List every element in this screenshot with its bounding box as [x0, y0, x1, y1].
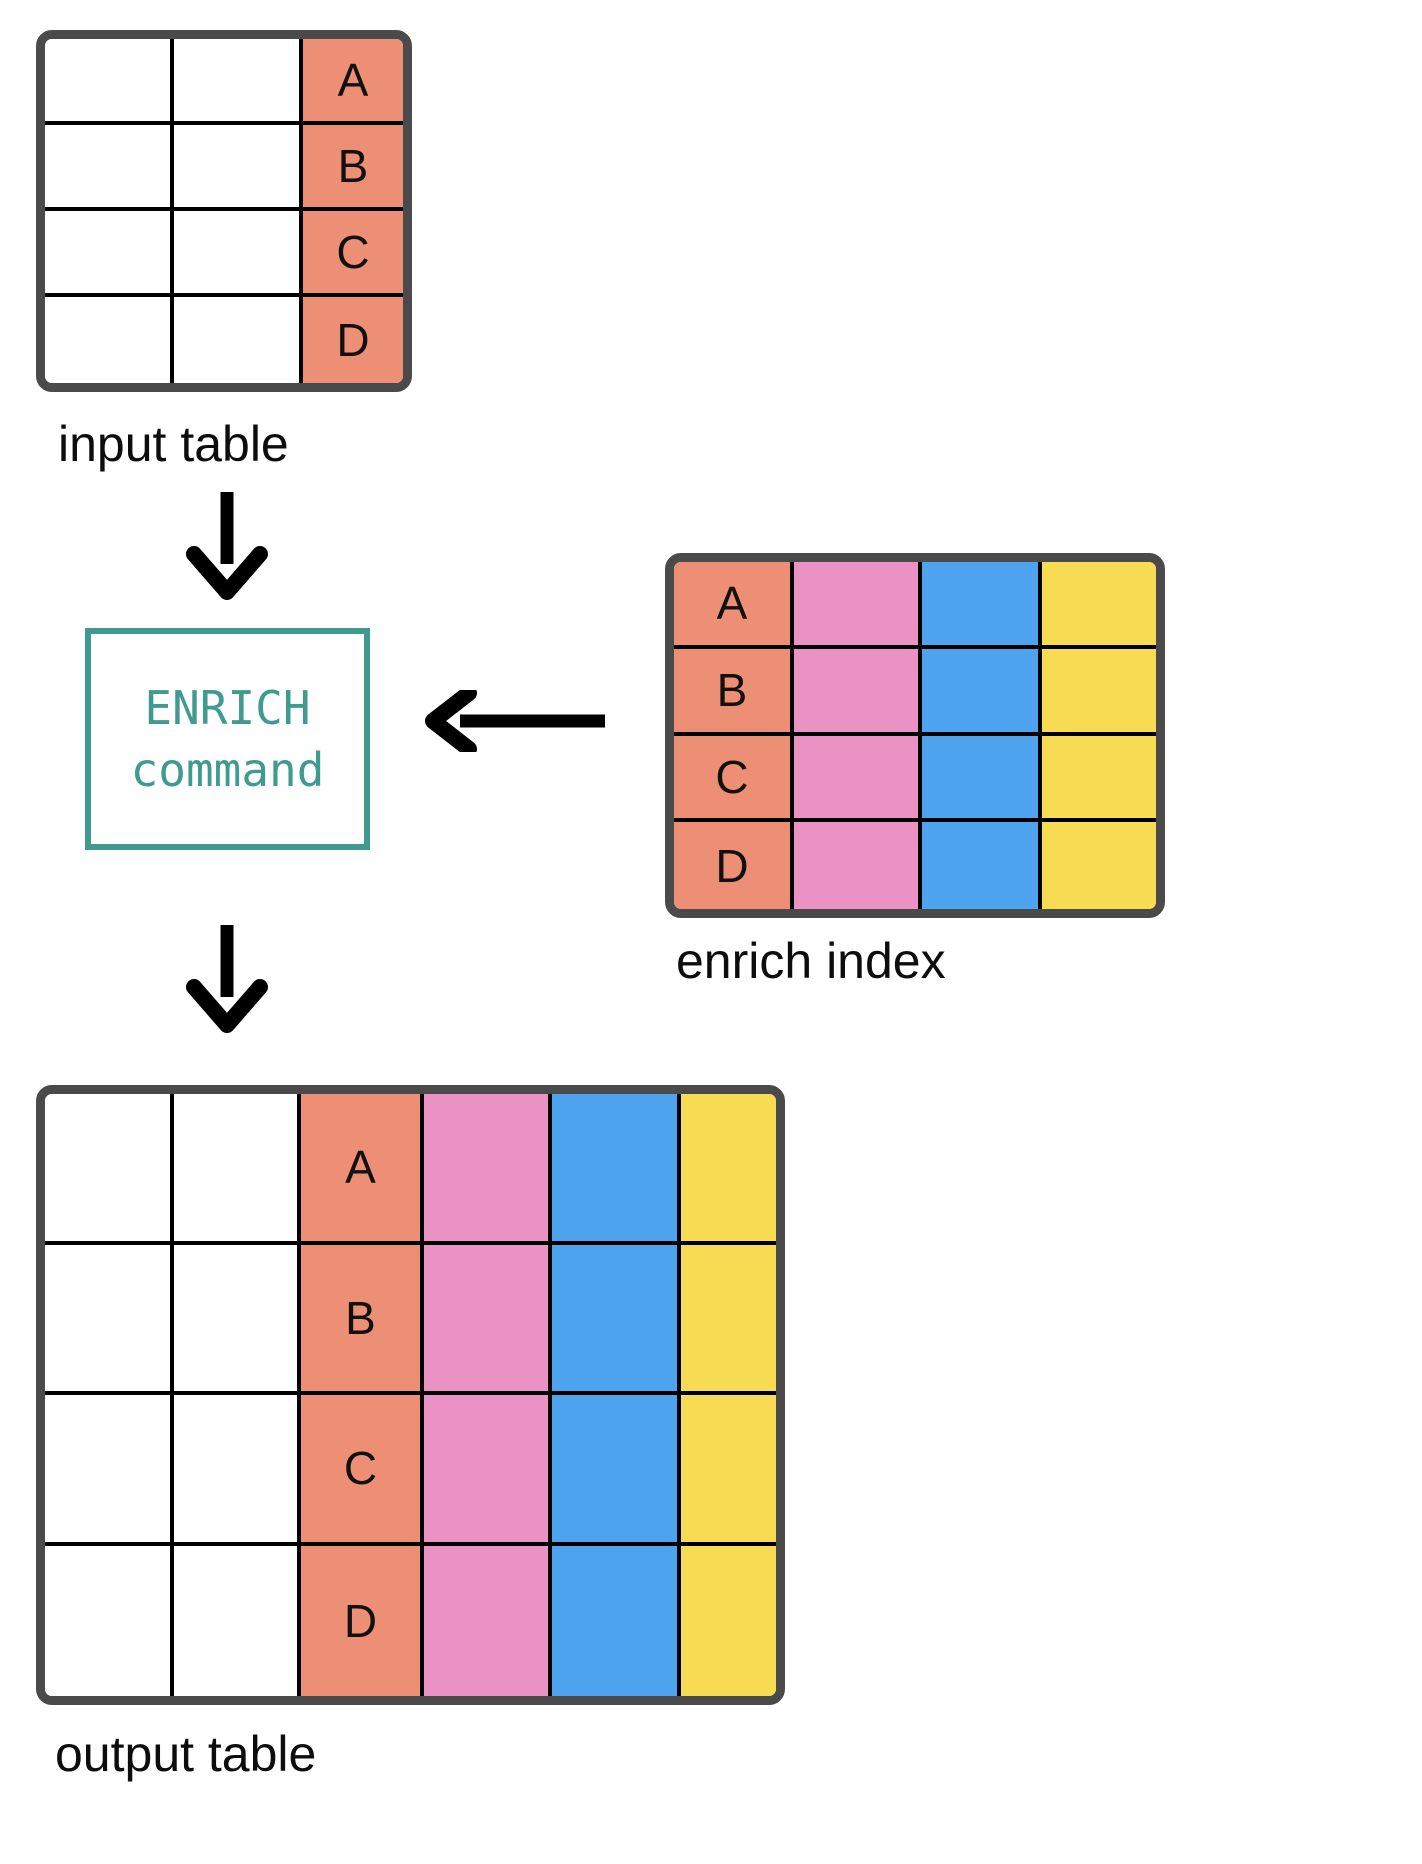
cell-output-r1c1: [174, 1244, 301, 1395]
cell-index-r2c0: C: [674, 735, 794, 823]
table-row: A: [45, 1094, 776, 1245]
cell-output-r3c4: [552, 1545, 681, 1696]
cell-output-r1c3: [424, 1244, 552, 1395]
cell-input-r0c2: A: [303, 39, 403, 125]
cell-output-r0c2: A: [301, 1094, 424, 1245]
cell-output-r3c5: [681, 1545, 776, 1696]
table-row: C: [45, 211, 403, 297]
cell-index-r3c2: [922, 822, 1042, 909]
cell-index-r2c2: [922, 735, 1042, 823]
table-row: A: [674, 562, 1156, 649]
cell-input-r0c0: [45, 39, 174, 125]
cell-output-r1c4: [552, 1244, 681, 1395]
output-table: A B C D: [36, 1085, 785, 1705]
cell-output-r1c2: B: [301, 1244, 424, 1395]
cell-input-r2c1: [174, 211, 303, 297]
cell-output-r0c4: [552, 1094, 681, 1245]
cell-index-r0c0: A: [674, 562, 794, 649]
cell-input-r3c1: [174, 297, 303, 383]
input-table-caption: input table: [58, 416, 289, 472]
cell-index-r0c1: [794, 562, 922, 649]
cell-index-r0c3: [1042, 562, 1156, 649]
cell-index-r1c3: [1042, 648, 1156, 736]
cell-index-r2c3: [1042, 735, 1156, 823]
arrow-command-to-output-icon: [186, 925, 268, 1033]
table-row: C: [45, 1395, 776, 1546]
enrich-command-line-2: command: [130, 743, 325, 797]
cell-index-r3c0: D: [674, 822, 794, 909]
cell-input-r1c0: [45, 125, 174, 211]
cell-input-r2c2: C: [303, 211, 403, 297]
cell-input-r3c0: [45, 297, 174, 383]
cell-output-r2c5: [681, 1395, 776, 1546]
cell-index-r2c1: [794, 735, 922, 823]
cell-index-r3c3: [1042, 822, 1156, 909]
enrich-command-box[interactable]: ENRICH command: [85, 628, 370, 850]
cell-output-r2c4: [552, 1395, 681, 1546]
cell-index-r3c1: [794, 822, 922, 909]
cell-output-r2c1: [174, 1395, 301, 1546]
cell-input-r2c0: [45, 211, 174, 297]
table-row: B: [45, 1244, 776, 1395]
cell-index-r1c2: [922, 648, 1042, 736]
cell-output-r1c0: [45, 1244, 174, 1395]
cell-output-r3c3: [424, 1545, 552, 1696]
cell-output-r2c2: C: [301, 1395, 424, 1546]
cell-index-r0c2: [922, 562, 1042, 649]
cell-index-r1c0: B: [674, 648, 794, 736]
enrich-index-table: A B C D: [665, 553, 1165, 918]
arrow-index-to-command-icon: [425, 690, 605, 752]
cell-input-r3c2: D: [303, 297, 403, 383]
cell-output-r3c1: [174, 1545, 301, 1696]
cell-input-r1c1: [174, 125, 303, 211]
table-row: D: [674, 822, 1156, 909]
table-row: C: [674, 735, 1156, 823]
enrich-index-caption: enrich index: [676, 933, 946, 989]
table-row: A: [45, 39, 403, 125]
cell-output-r2c0: [45, 1395, 174, 1546]
table-row: D: [45, 297, 403, 383]
cell-output-r0c1: [174, 1094, 301, 1245]
cell-index-r1c1: [794, 648, 922, 736]
arrow-input-to-command-icon: [186, 492, 268, 600]
table-row: B: [45, 125, 403, 211]
enrich-command-line-1: ENRICH: [144, 680, 311, 735]
table-row: D: [45, 1545, 776, 1696]
table-row: B: [674, 648, 1156, 736]
cell-output-r1c5: [681, 1244, 776, 1395]
cell-output-r3c2: D: [301, 1545, 424, 1696]
cell-output-r0c5: [681, 1094, 776, 1245]
cell-output-r0c0: [45, 1094, 174, 1245]
input-table: A B C D: [36, 30, 412, 392]
output-table-caption: output table: [55, 1726, 317, 1782]
cell-output-r0c3: [424, 1094, 552, 1245]
cell-output-r3c0: [45, 1545, 174, 1696]
cell-input-r1c2: B: [303, 125, 403, 211]
cell-input-r0c1: [174, 39, 303, 125]
cell-output-r2c3: [424, 1395, 552, 1546]
